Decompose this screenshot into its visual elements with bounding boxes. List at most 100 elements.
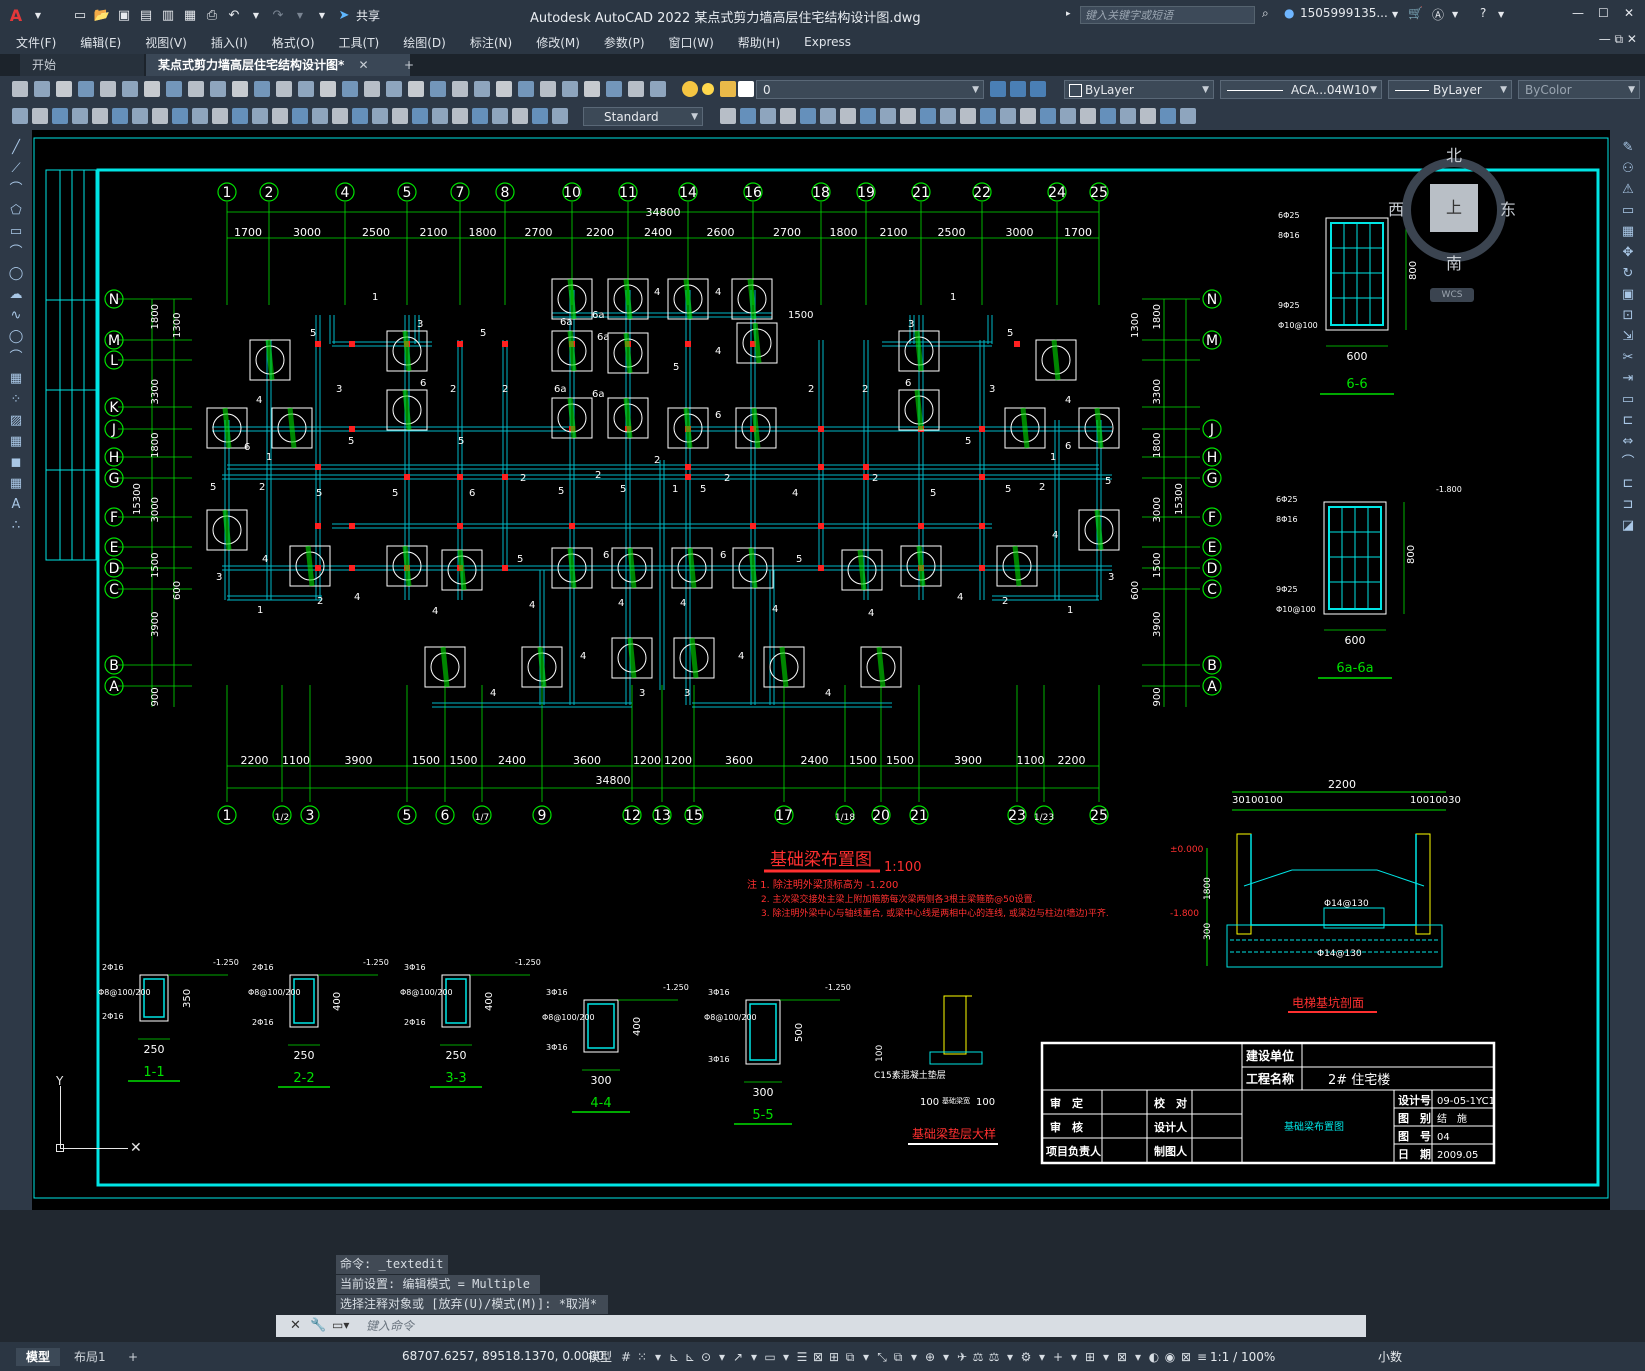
menu-edit[interactable]: 编辑(E) [68,34,133,51]
status-toggle-icon[interactable]: ⊠ [810,1349,826,1365]
status-toggle-icon[interactable]: ▾ [1034,1349,1050,1365]
search-icon[interactable]: ⌕ [1262,6,1269,21]
status-toggle-icon[interactable]: ⊠ [1114,1349,1130,1365]
model-tab[interactable]: 模型 [16,1348,60,1366]
draw-tool-icon[interactable]: ◯ [8,266,24,282]
toolbar2-tool-icon[interactable] [1160,108,1176,124]
make-current-layer-icon[interactable] [990,81,1006,97]
view-cube-north[interactable]: 北 [1446,142,1462,166]
wcs-button[interactable]: WCS [1430,288,1474,302]
toolbar2-tool-icon[interactable] [12,108,28,124]
modify-tool-icon[interactable]: ▣ [1620,287,1636,303]
toolbar2-tool-icon[interactable] [820,108,836,124]
modify-tool-icon[interactable]: ▭ [1620,392,1636,408]
user-account-button[interactable]: 1505999135... [1300,6,1388,20]
status-toggle-icon[interactable]: ⧉ [842,1349,858,1365]
tab-drawing[interactable]: 某点式剪力墙高层住宅结构设计图* ✕ [146,54,410,76]
maximize-icon[interactable]: ☐ [1598,6,1609,20]
undo-icon[interactable]: ↶ [224,5,244,25]
modify-tool-icon[interactable]: ✥ [1620,245,1636,261]
toolbar2-tool-icon[interactable] [72,108,88,124]
toolbar2-tool-icon[interactable] [1060,108,1076,124]
status-toggle-icon[interactable]: ✈ [954,1349,970,1365]
annotation-scale-button[interactable]: 1:1 / 100% [1200,1348,1285,1366]
toolbar1-tool-icon[interactable] [562,81,578,97]
search-input[interactable]: 键入关键字或短语 [1080,6,1255,24]
toolbar2-tool-icon[interactable] [412,108,428,124]
save-icon[interactable]: ▣ [114,5,134,25]
draw-tool-icon[interactable]: ⌒ [8,245,24,261]
toolbar1-tool-icon[interactable] [298,81,314,97]
status-toggle-icon[interactable]: ▾ [778,1349,794,1365]
modify-tool-icon[interactable]: ✂ [1620,350,1636,366]
draw-tool-icon[interactable]: ⬠ [8,203,24,219]
draw-tool-icon[interactable]: ⌒ [8,182,24,198]
toolbar2-tool-icon[interactable] [112,108,128,124]
toolbar1-tool-icon[interactable] [496,81,512,97]
share-button[interactable]: 共享 [356,7,380,24]
modify-tool-icon[interactable]: ⊡ [1620,308,1636,324]
layer-on-icon[interactable] [682,81,698,97]
view-cube[interactable]: 上 北 南 东 西 WCS [1390,146,1520,276]
layer-states-icon[interactable] [1030,81,1046,97]
toolbar2-tool-icon[interactable] [92,108,108,124]
toolbar1-tool-icon[interactable] [518,81,534,97]
document-window-controls[interactable]: — ⧉ ✕ [1599,32,1637,47]
view-cube-east[interactable]: 东 [1500,196,1516,220]
draw-tool-icon[interactable]: ▨ [8,413,24,429]
toolbar2-tool-icon[interactable] [1140,108,1156,124]
toolbar2-tool-icon[interactable] [800,108,816,124]
status-toggle-icon[interactable]: ⊾ [682,1349,698,1365]
toolbar1-tool-icon[interactable] [342,81,358,97]
toolbar1-tool-icon[interactable] [12,81,28,97]
toolbar2-tool-icon[interactable] [472,108,488,124]
status-toggle-icon[interactable]: ☰ [794,1349,810,1365]
modify-tool-icon[interactable]: ⇥ [1620,371,1636,387]
status-toggle-icon[interactable]: ⚖ [970,1349,986,1365]
toolbar2-tool-icon[interactable] [720,108,736,124]
toolbar2-tool-icon[interactable] [452,108,468,124]
toolbar2-tool-icon[interactable] [312,108,328,124]
toolbar1-tool-icon[interactable] [122,81,138,97]
draw-tool-icon[interactable]: ∴ [8,518,24,534]
undo-dropdown-icon[interactable]: ▼ [246,5,266,25]
toolbar1-tool-icon[interactable] [430,81,446,97]
toolbar2-tool-icon[interactable] [940,108,956,124]
layer-dropdown[interactable]: 0▼ [756,80,984,99]
toolbar1-tool-icon[interactable] [408,81,424,97]
toolbar2-tool-icon[interactable] [212,108,228,124]
status-toggle-icon[interactable]: ⊞ [1082,1349,1098,1365]
view-cube-south[interactable]: 南 [1446,250,1462,274]
modify-tool-icon[interactable]: ◪ [1620,518,1636,534]
status-toggle-icon[interactable]: ⊠ [1178,1349,1194,1365]
modify-tool-icon[interactable]: ▭ [1620,203,1636,219]
command-close-icon[interactable]: ✕ [290,1318,301,1333]
toolbar2-tool-icon[interactable] [292,108,308,124]
menu-window[interactable]: 窗口(W) [657,34,726,51]
toolbar2-tool-icon[interactable] [492,108,508,124]
status-toggle-icon[interactable]: ▭ [762,1349,778,1365]
toolbar1-tool-icon[interactable] [628,81,644,97]
draw-tool-icon[interactable]: ╱ [8,140,24,156]
draw-tool-icon[interactable]: A [8,497,24,513]
toolbar1-tool-icon[interactable] [606,81,622,97]
toolbar2-tool-icon[interactable] [740,108,756,124]
status-toggle-icon[interactable]: ⤡ [874,1349,890,1365]
menu-express[interactable]: Express [792,35,863,49]
linetype-dropdown[interactable]: ACA...04W10▼ [1220,80,1382,99]
search-expand-icon[interactable]: ▸ [1066,9,1071,19]
toolbar2-tool-icon[interactable] [880,108,896,124]
draw-tool-icon[interactable]: ▭ [8,224,24,240]
toolbar2-tool-icon[interactable] [372,108,388,124]
toolbar2-tool-icon[interactable] [272,108,288,124]
status-toggle-icon[interactable]: # [618,1349,634,1365]
model-space-button[interactable]: 模型 [578,1348,622,1366]
toolbar1-tool-icon[interactable] [188,81,204,97]
plotstyle-dropdown[interactable]: ByColor▼ [1518,80,1640,99]
toolbar1-tool-icon[interactable] [56,81,72,97]
menu-modify[interactable]: 修改(M) [524,34,592,51]
view-cube-west[interactable]: 西 [1388,196,1404,220]
status-toggle-icon[interactable]: ▾ [1066,1349,1082,1365]
draw-tool-icon[interactable]: ∿ [8,308,24,324]
toolbar2-tool-icon[interactable] [392,108,408,124]
